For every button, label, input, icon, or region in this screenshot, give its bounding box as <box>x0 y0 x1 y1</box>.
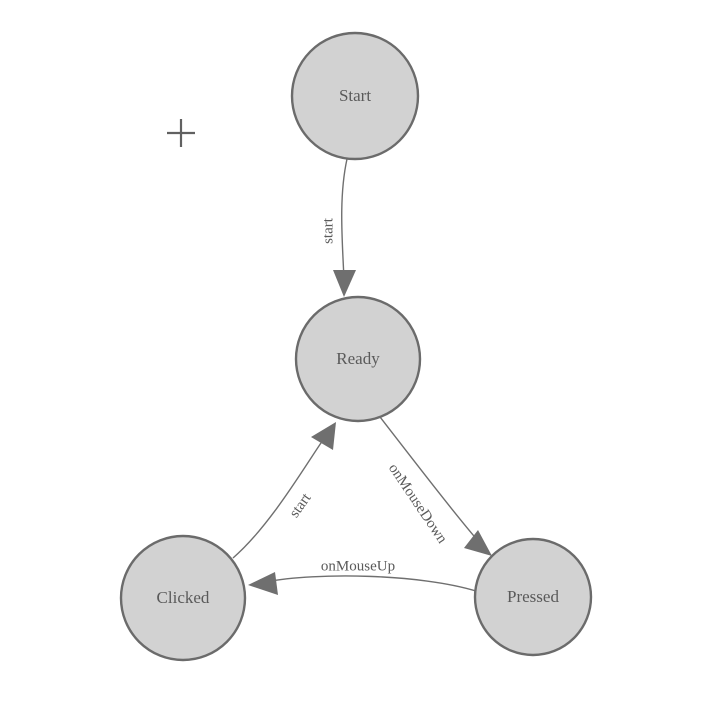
edge-ready-to-pressed-path <box>379 416 480 543</box>
plus-marker-icon <box>167 119 195 147</box>
node-ready-circle[interactable] <box>294 295 422 423</box>
edge-label-ready-to-pressed: onMouseDown <box>385 461 450 547</box>
node-ready-label: Ready <box>336 349 380 368</box>
edge-label-clicked-to-ready: start <box>287 490 315 521</box>
node-clicked-circle[interactable] <box>119 534 247 662</box>
node-ready[interactable]: Ready <box>294 295 422 423</box>
edge-ready-to-pressed[interactable] <box>379 416 492 556</box>
node-start[interactable]: Start <box>290 31 420 161</box>
node-pressed-circle[interactable] <box>473 537 593 657</box>
node-start-circle[interactable] <box>290 31 420 161</box>
edge-label-pressed-to-clicked: onMouseUp <box>321 558 395 574</box>
edge-pressed-to-clicked-path <box>264 575 477 592</box>
edge-start-to-ready-path <box>341 158 348 282</box>
edge-clicked-to-ready-path <box>232 439 324 559</box>
node-pressed-label: Pressed <box>507 587 559 606</box>
edge-pressed-to-clicked[interactable] <box>248 572 477 595</box>
node-start-label: Start <box>339 86 371 105</box>
edge-clicked-to-ready[interactable] <box>232 422 336 559</box>
edge-start-to-ready[interactable] <box>333 158 356 297</box>
edge-clicked-to-ready-arrowhead <box>311 422 336 450</box>
edge-start-to-ready-arrowhead <box>333 270 356 297</box>
edge-pressed-to-clicked-arrowhead <box>248 572 278 595</box>
node-pressed[interactable]: Pressed <box>473 537 593 657</box>
edge-label-start-to-ready: start <box>320 217 336 244</box>
edge-ready-to-pressed-arrowhead <box>464 530 492 556</box>
node-clicked-label: Clicked <box>157 588 210 607</box>
node-clicked[interactable]: Clicked <box>119 534 247 662</box>
